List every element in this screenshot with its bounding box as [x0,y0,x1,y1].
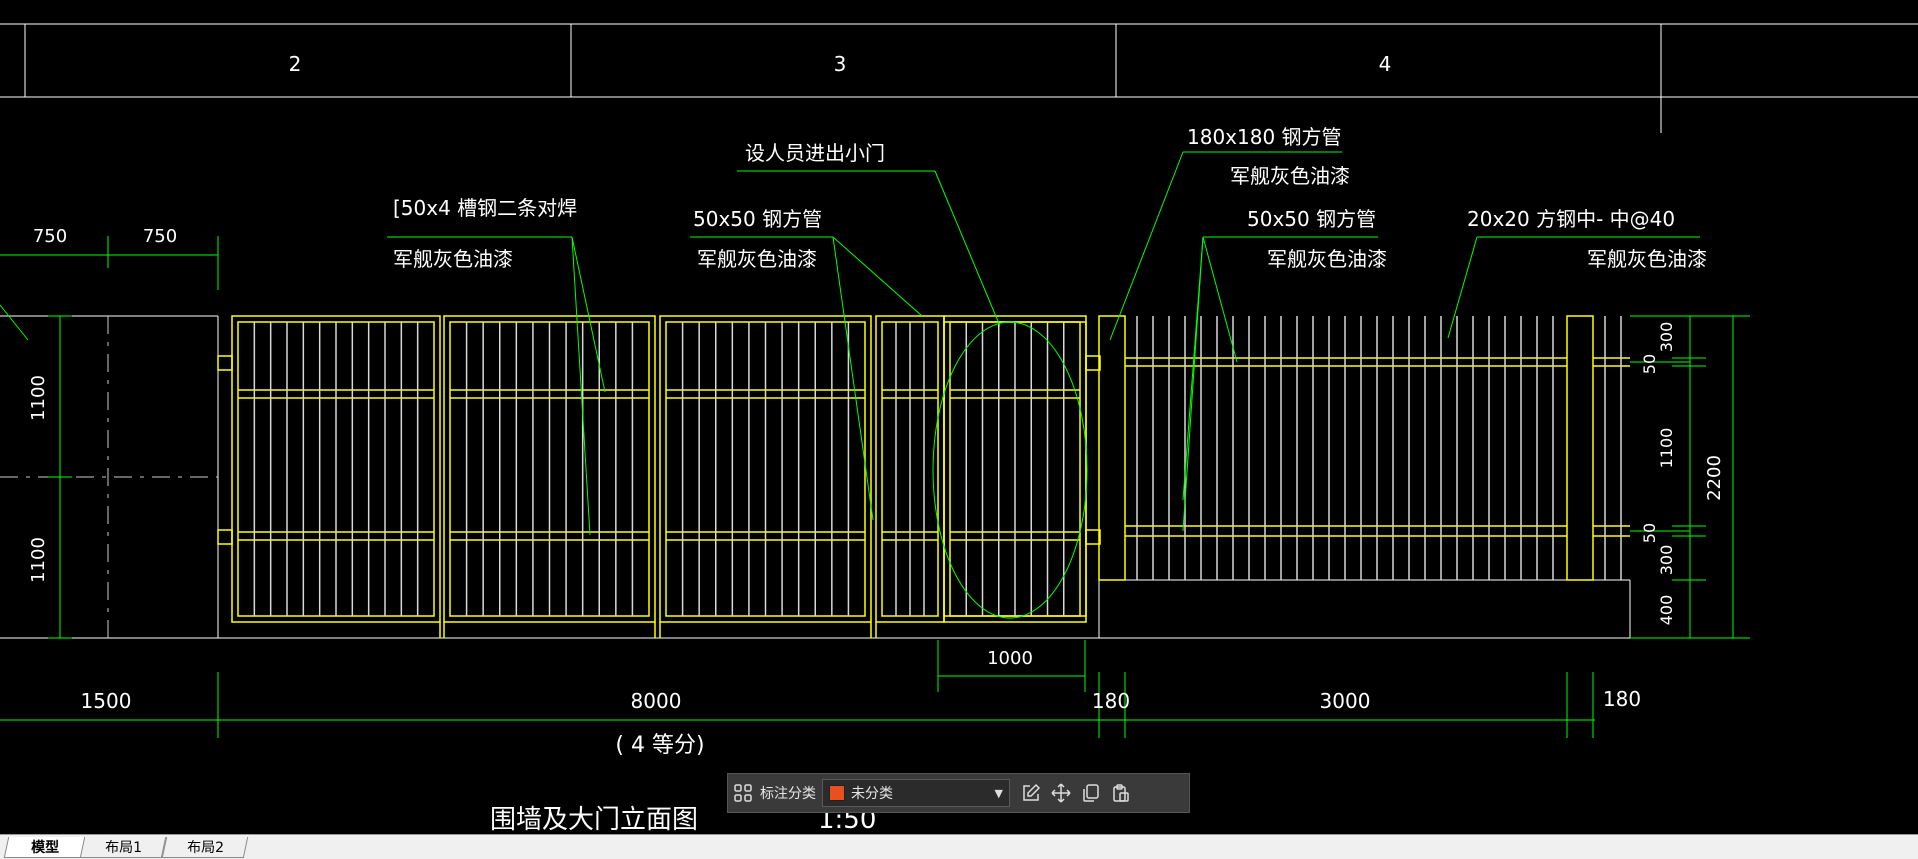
callout-180-square-tube: 180x180 钢方管 [1187,125,1342,149]
cad-drawing[interactable]: 2 3 4 [0,0,1918,834]
gate-panels [217,315,1101,638]
gate-hinge [217,529,233,545]
grid-frame [0,23,1918,133]
grid-icon[interactable] [728,778,758,808]
fence [1098,315,1630,581]
gate-hinge [217,355,233,371]
callout-square-steel: 20x20 方钢中- 中@40 [1467,207,1675,231]
grid-label-3: 3 [834,52,847,76]
callout-pedestrian-door: 设人员进出小门 [745,141,885,165]
door-highlight-ellipse [932,321,1088,619]
gate-panel-outer [443,315,656,623]
callout-50-square-tube-paint: 军舰灰色油漆 [697,247,817,271]
dim-bottom-180-a: 180 [1092,689,1130,713]
callout-square-steel-paint: 军舰灰色油漆 [1587,247,1707,271]
dim-bottom-8000: 8000 [631,689,682,713]
drawing-title: 围墙及大门立面图 [490,805,698,834]
tab-model[interactable]: 模型 [3,837,87,858]
annotation-category-select[interactable]: 未分类 ▼ [822,779,1010,807]
drawing-canvas[interactable]: 2 3 4 [0,0,1918,834]
tab-layout2-label: 布局2 [186,840,224,856]
tab-layout1-label: 布局1 [104,840,142,856]
dim-bottom-180-b: 180 [1603,687,1641,711]
callout-fence-square-tube: 50x50 钢方管 [1247,207,1376,231]
callout-fence-square-tube-paint: 军舰灰色油漆 [1267,247,1387,271]
dim-right-300-top: 300 [1657,322,1676,353]
grid-label-4: 4 [1379,52,1392,76]
gate-bars [253,322,1065,616]
edit-icon[interactable] [1016,778,1046,808]
paste-icon[interactable] [1106,778,1136,808]
dim-top-750-a: 750 [33,226,67,247]
dim-right-1100: 1100 [1657,428,1676,469]
gate-panel-outer [231,315,441,623]
category-color-swatch [829,785,845,801]
callout-channel-steel-paint: 军舰灰色油漆 [393,247,513,271]
dim-bottom-note: ( 4 等分) [615,733,704,758]
chevron-down-icon: ▼ [994,786,1003,800]
dim-right-50-top: 50 [1640,354,1659,374]
gate-hinge [1085,529,1101,545]
gate-panel-outer [659,315,872,623]
dim-top-750-b: 750 [143,226,177,247]
dim-right-400: 400 [1657,595,1676,626]
callout-180-square-tube-paint: 军舰灰色油漆 [1230,164,1350,188]
tab-layout2[interactable]: 布局2 [161,837,249,858]
dimensions [0,236,1750,738]
annotation-toolbar: 标注分类 未分类 ▼ [727,773,1190,813]
callout-50-square-tube: 50x50 钢方管 [693,207,822,231]
dim-door-1000: 1000 [987,648,1033,669]
move-icon[interactable] [1046,778,1076,808]
layout-tab-bar: 模型 布局1 布局2 [0,834,1918,859]
dim-right-300-bottom: 300 [1657,545,1676,576]
dim-right-50-bottom: 50 [1640,523,1659,543]
callout-channel-steel: [50x4 槽钢二条对焊 [393,196,577,220]
dim-right-2200: 2200 [1704,455,1725,501]
tab-layout1[interactable]: 布局1 [79,837,167,858]
copy-icon[interactable] [1076,778,1106,808]
dim-bottom-3000: 3000 [1320,689,1371,713]
tab-model-label: 模型 [31,840,60,856]
dim-left-1100-b: 1100 [28,537,49,583]
annotation-category-label: 标注分类 [760,786,816,802]
dim-bottom-1500: 1500 [81,689,132,713]
fence-bars [1136,316,1622,580]
grid-label-2: 2 [289,52,302,76]
category-value: 未分类 [851,786,893,802]
leader-lines [0,151,1700,536]
fence-post-left [1098,315,1126,581]
fence-post-right [1566,315,1594,581]
dim-left-1100-a: 1100 [28,375,49,421]
gate-hinge [1085,355,1101,371]
